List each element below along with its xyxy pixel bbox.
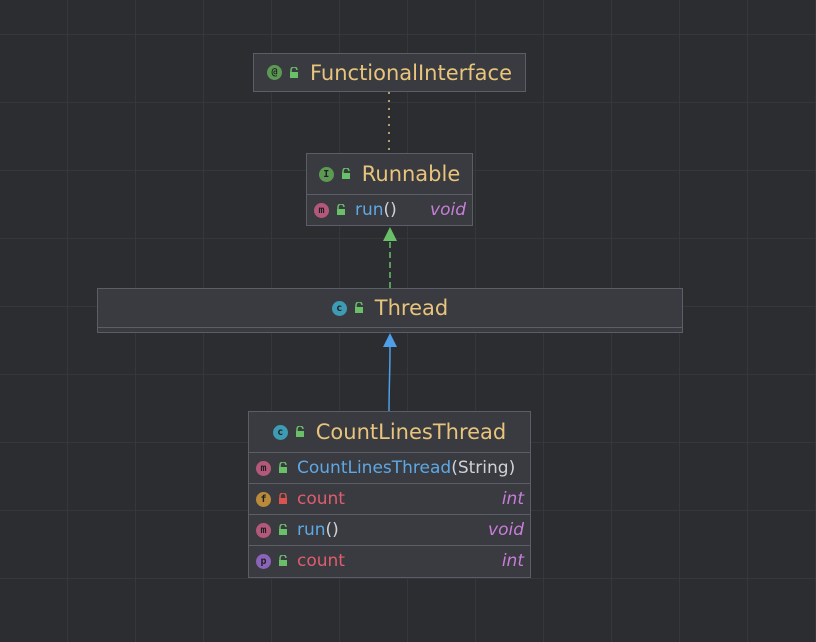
thread-node[interactable]: c Thread [97,288,683,333]
unlock-icon [337,204,345,215]
functional-interface-node[interactable]: @ FunctionalInterface [253,53,526,92]
class-name: CountLinesThread [315,420,507,444]
field-icon: f [256,491,271,507]
constructor-row[interactable]: m CountLinesThread (String) [249,452,530,483]
extends-arrowhead [383,333,397,347]
method-params: (String) [451,458,516,478]
class-name: FunctionalInterface [309,60,513,85]
count-lines-thread-node[interactable]: c CountLinesThread m CountLinesThread (S… [248,411,531,578]
unlock-icon [279,462,287,473]
runnable-header: I Runnable [307,154,472,194]
method-params: () [325,520,339,540]
runnable-node[interactable]: I Runnable m run () void [306,153,473,226]
implements-arrowhead [383,227,397,241]
field-row[interactable]: f count int [249,483,530,514]
field-name: count [297,489,345,509]
abstract-method-icon: m [314,202,329,218]
unlock-icon [279,524,287,535]
member-row[interactable]: m run () void [307,194,472,225]
method-name: run [355,200,384,220]
return-type: void [430,200,466,220]
unlock-icon [341,168,350,179]
class-icon: c [272,424,288,440]
unlock-icon [295,426,304,437]
extends-edge [388,345,391,412]
class-name: Thread [374,296,449,320]
thread-header: c Thread [98,289,682,328]
class-name: Runnable [361,162,461,186]
unlock-icon [354,302,363,313]
functional-interface-header: @ FunctionalInterface [254,54,525,91]
property-name: count [297,551,345,571]
unlock-icon [289,66,298,78]
count-lines-thread-header: c CountLinesThread [249,412,530,452]
return-type: void [488,520,524,540]
method-name: CountLinesThread [297,458,452,478]
property-icon: p [256,553,271,569]
method-icon: m [256,522,271,538]
method-name: run [297,520,326,540]
method-params: () [383,200,397,220]
class-icon: c [331,300,347,316]
annotation-icon: @ [266,65,282,80]
interface-icon: I [318,166,334,182]
property-type: int [501,551,524,571]
method-row[interactable]: m run () void [249,514,530,545]
field-type: int [501,489,524,509]
unlock-icon [279,555,287,566]
lock-icon [279,493,287,504]
property-row[interactable]: p count int [249,545,530,576]
method-icon: m [256,460,271,476]
